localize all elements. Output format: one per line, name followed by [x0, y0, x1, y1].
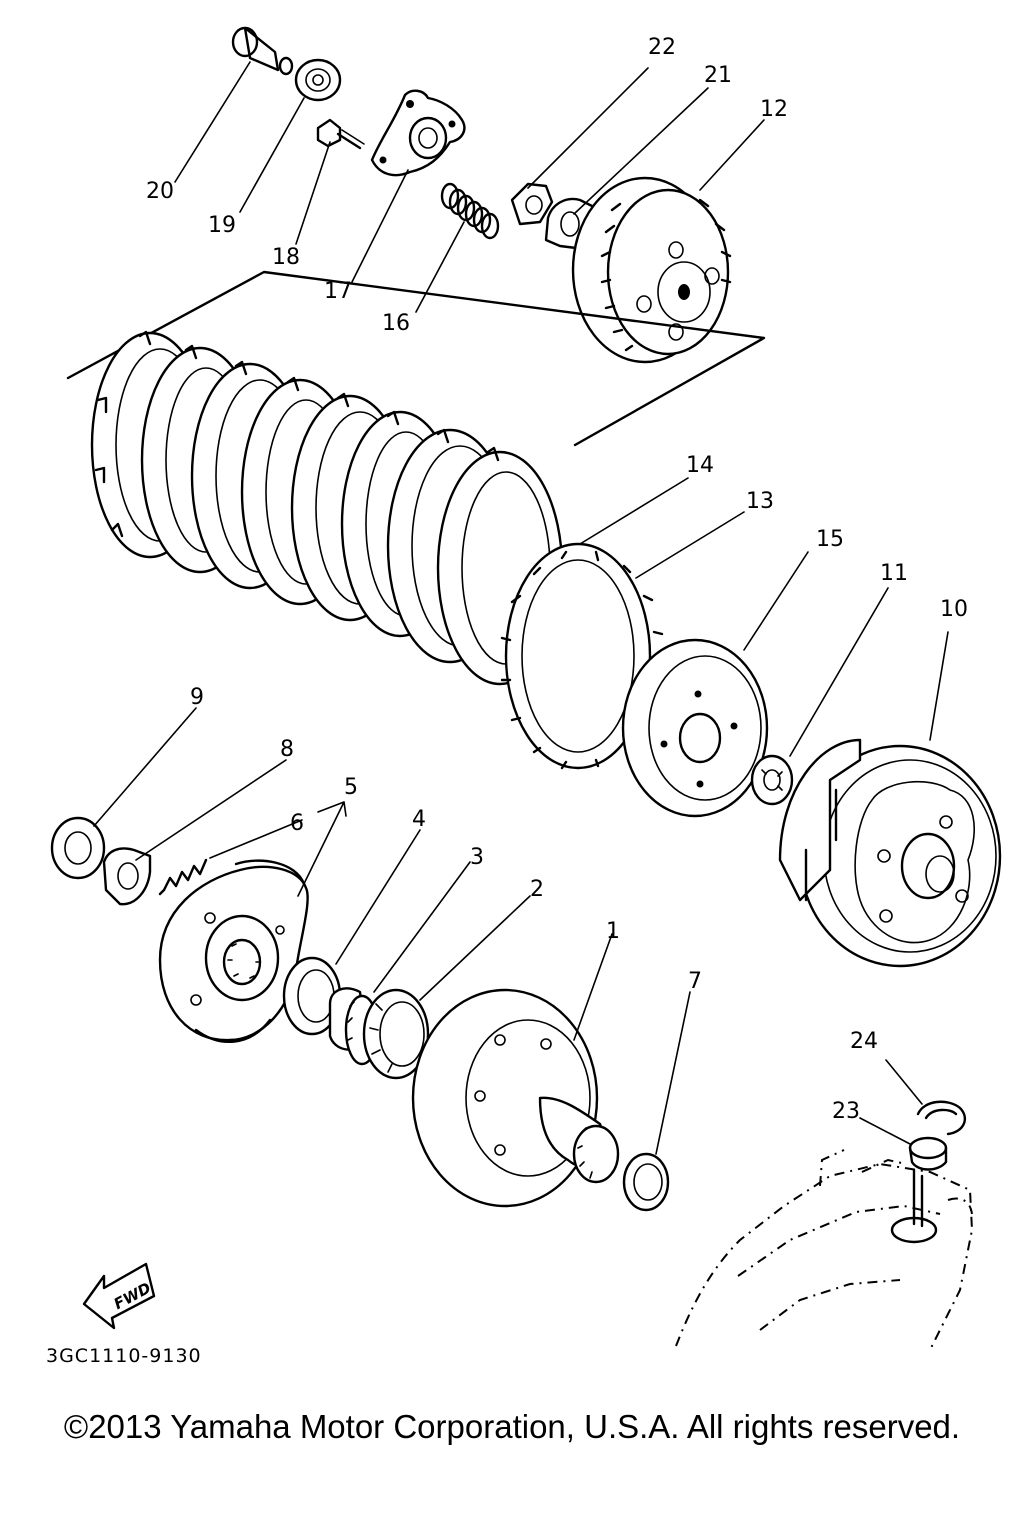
callout-8: 8: [280, 737, 294, 762]
callout-6: 6: [290, 811, 304, 836]
callout-15: 15: [816, 527, 844, 552]
crankcase-outline: [675, 1149, 974, 1351]
callout-18: 18: [272, 245, 300, 270]
callout-23: 23: [832, 1099, 860, 1124]
callout-9: 9: [190, 685, 204, 710]
part-24-circlip: [916, 1100, 967, 1136]
part-20-pin: [231, 26, 294, 76]
callout-2: 2: [530, 877, 544, 902]
part-7-washer: [622, 1152, 670, 1212]
callout-13: 13: [746, 489, 774, 514]
part-2-bearing: [362, 988, 430, 1080]
callout-7: 7: [688, 969, 702, 994]
part-9-seal: [50, 816, 106, 880]
leader-lines: [93, 61, 949, 1155]
callout-numbers: 20 19 18 17 16 22 21 12 14 13 15 11 10 9…: [146, 35, 968, 1124]
copyright-notice: ©2013 Yamaha Motor Corporation, U.S.A. A…: [63, 1408, 961, 1445]
callout-17: 17: [324, 279, 352, 304]
part-16-spring: [440, 182, 500, 240]
callout-1: 1: [606, 919, 620, 944]
part-15-disc: [621, 638, 769, 818]
callout-24: 24: [850, 1029, 878, 1054]
part-22-nut: [510, 182, 554, 226]
callout-11: 11: [880, 561, 908, 586]
part-12-clutch-boss: [571, 176, 732, 364]
callout-10: 10: [940, 597, 968, 622]
plate-group-bracket: [66, 270, 766, 447]
callout-3: 3: [470, 845, 484, 870]
part-18-bolt: [316, 118, 365, 150]
part-5-carrier: [158, 859, 309, 1043]
callout-19: 19: [208, 213, 236, 238]
callout-4: 4: [412, 807, 426, 832]
callout-21: 21: [704, 63, 732, 88]
part-11-washer: [750, 754, 794, 806]
callout-20: 20: [146, 179, 174, 204]
callout-12: 12: [760, 97, 788, 122]
callout-22: 22: [648, 35, 676, 60]
part-13-friction-ring: [500, 542, 664, 770]
part-6-spring: [158, 858, 208, 896]
part-17-plate: [370, 89, 466, 177]
clutch-plate-stack: [90, 330, 564, 686]
callout-14: 14: [686, 453, 714, 478]
part-10-clutch-housing: [778, 738, 1002, 968]
part-19-bearing: [294, 58, 342, 102]
part-1-drum: [411, 988, 620, 1208]
part-23-plug: [908, 1136, 948, 1171]
callout-5: 5: [344, 775, 358, 800]
drawing-code: 3GC1110-9130: [46, 1345, 202, 1367]
part-8-washer: [102, 847, 152, 906]
fwd-arrow-icon: FWD: [82, 1262, 156, 1330]
callout-16: 16: [382, 311, 410, 336]
